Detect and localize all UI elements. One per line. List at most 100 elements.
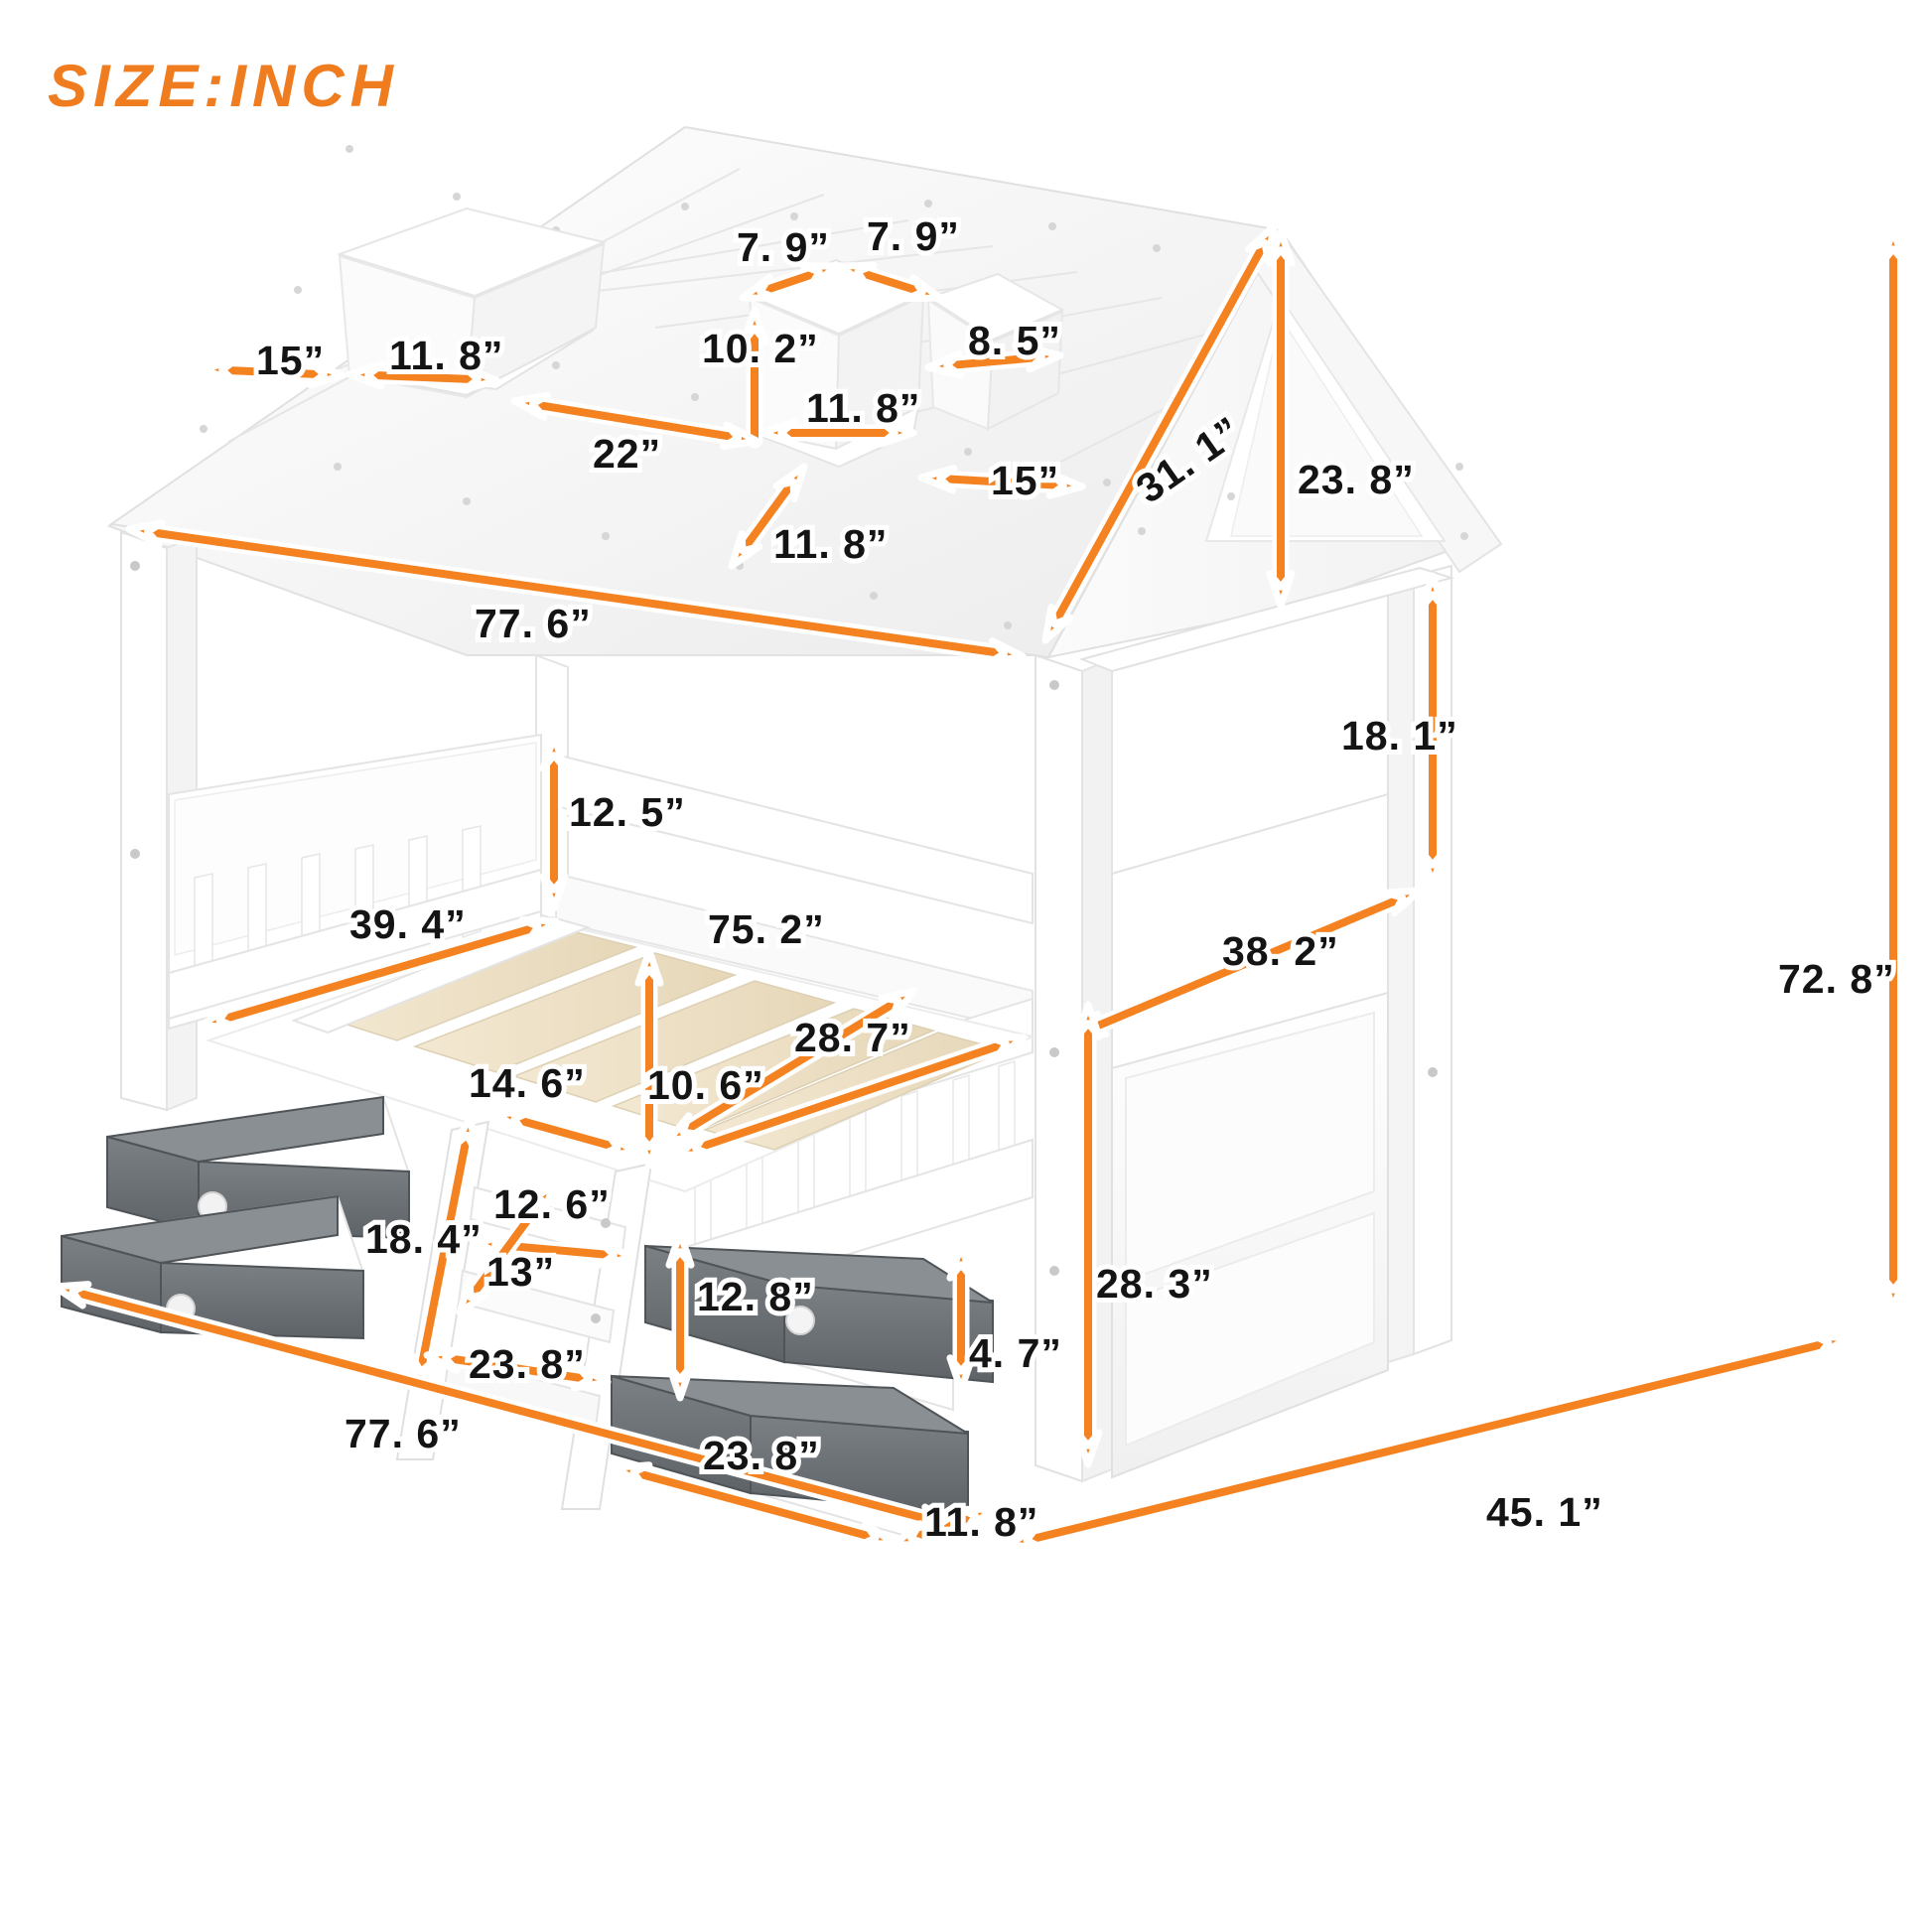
dimension-label-bed-width-headboard: 39. 4”39. 4” bbox=[345, 897, 471, 952]
dimension-value: 77. 6” bbox=[345, 1411, 462, 1456]
dimension-label-total-height: 72. 8”72. 8” bbox=[1773, 951, 1899, 1007]
dimension-label-underbed-clearance: 28. 3”28. 3” bbox=[1091, 1256, 1217, 1311]
dimension-label-post-to-rail-height: 18. 1”18. 1” bbox=[1336, 708, 1462, 763]
dimension-arrow-post-to-rail-height bbox=[1418, 572, 1448, 888]
dimension-value: 14. 6” bbox=[469, 1060, 586, 1106]
dimension-value: 11. 8” bbox=[924, 1499, 1039, 1545]
dimension-arrow-roof-slope-length bbox=[1041, 222, 1278, 644]
dimension-value: 4. 7” bbox=[969, 1330, 1062, 1376]
dimension-label-drawer-front-width: 23. 8”23. 8” bbox=[698, 1428, 824, 1483]
dimension-label-drawer-right-depth: 12. 8”12. 8” bbox=[692, 1269, 818, 1324]
dimension-label-roof-window-mid-gable-left: 7. 9”7. 9” bbox=[732, 219, 834, 275]
dimension-label-roof-window-left-width: 11. 8”11. 8” bbox=[384, 328, 507, 383]
dimension-label-bed-overall-width: 45. 1”45. 1” bbox=[1481, 1484, 1607, 1540]
dimension-label-bed-overall-length-top: 77. 6”77. 6” bbox=[470, 596, 596, 651]
dimension-arrow-roof-window-left-to-mid bbox=[510, 391, 760, 451]
dimension-arrow-mattress-length bbox=[663, 987, 918, 1146]
dimension-label-ladder-step-width: 12. 6”12. 6” bbox=[488, 1176, 615, 1232]
end-panel bbox=[1111, 792, 1389, 1479]
dimension-arrow-total-height bbox=[1878, 226, 1908, 1312]
dimension-arrow-ladder-clearance-width bbox=[492, 1108, 639, 1159]
dimension-arrow-guardrail-height bbox=[539, 733, 569, 912]
dimension-value: 77. 6” bbox=[475, 601, 592, 646]
dimension-value: 10. 2” bbox=[702, 326, 819, 371]
dimension-value: 45. 1” bbox=[1486, 1489, 1603, 1535]
dimension-label-roof-window-mid-height: 10. 2”10. 2” bbox=[697, 321, 823, 376]
dimension-value: 15” bbox=[256, 338, 326, 383]
dimension-arrow-roof-eave-depth bbox=[728, 463, 808, 570]
dimension-value: 15” bbox=[991, 458, 1060, 503]
dimension-label-roof-window-mid-to-right: 15”15” bbox=[986, 453, 1063, 508]
dimension-value: 28. 7” bbox=[794, 1015, 911, 1060]
roof-group bbox=[106, 125, 1503, 659]
dimension-value: 28. 3” bbox=[1096, 1261, 1213, 1307]
dimension-arrow-roof-gable-height bbox=[1266, 227, 1296, 610]
dimension-arrow-roof-window-mid-width bbox=[759, 418, 917, 448]
dimension-arrow-bed-overall-length-top bbox=[125, 519, 1027, 666]
dimension-arrow-drawer-right-depth bbox=[665, 1229, 695, 1402]
house-frame-group bbox=[120, 530, 1455, 1483]
dimension-arrow-drawer-face-height bbox=[946, 1242, 976, 1394]
dimension-label-roof-window-mid-width: 11. 8”11. 8” bbox=[801, 380, 924, 436]
dimension-arrow-roof-window-mid-gable-right bbox=[836, 261, 944, 303]
dimension-label-roof-gable-height: 23. 8”23. 8” bbox=[1293, 452, 1419, 507]
dimension-value: 18. 1” bbox=[1341, 713, 1458, 759]
dimension-value: 7. 9” bbox=[737, 224, 830, 270]
dimension-value: 38. 2” bbox=[1222, 928, 1339, 974]
dimension-label-ladder-clearance-width: 14. 6”14. 6” bbox=[464, 1055, 590, 1111]
dimension-value: 12. 8” bbox=[697, 1274, 814, 1319]
dimension-arrow-roof-window-right-width bbox=[924, 344, 1064, 379]
dimension-arrow-roof-window-mid-height bbox=[740, 306, 769, 449]
dimension-label-slat-gap-height: 10. 6”10. 6” bbox=[642, 1057, 768, 1113]
dimension-value: 8. 5” bbox=[968, 318, 1061, 363]
dimension-label-mattress-length: 75. 2”75. 2” bbox=[703, 901, 829, 957]
dimension-label-drawer-side-depth: 11. 8”11. 8” bbox=[919, 1494, 1042, 1550]
dimension-arrow-bed-width-headboard bbox=[198, 916, 560, 1031]
dimension-arrow-roof-window-mid-gable-left bbox=[739, 262, 841, 302]
dimension-arrow-slat-to-rail-height bbox=[674, 1034, 1028, 1159]
dimension-value: 23. 8” bbox=[703, 1433, 820, 1478]
dimension-value: 23. 8” bbox=[1298, 457, 1415, 502]
dimension-value: 23. 8” bbox=[469, 1341, 586, 1387]
dimension-value: 11. 8” bbox=[389, 333, 504, 378]
dimension-label-ladder-length: 18. 4”18. 4” bbox=[360, 1211, 486, 1267]
dimension-label-roof-eave-depth: 11. 8”11. 8” bbox=[768, 516, 892, 572]
roof-window-right bbox=[925, 272, 1065, 431]
dimension-label-roof-window-mid-gable-right: 7. 9”7. 9” bbox=[862, 208, 964, 264]
dimension-label-roof-window-right-width: 8. 5”8. 5” bbox=[963, 313, 1065, 368]
dimension-value: 11. 8” bbox=[773, 521, 889, 567]
dimension-value: 18. 4” bbox=[365, 1216, 483, 1262]
page-title: SIZE:INCH bbox=[48, 53, 399, 119]
dimension-value: 72. 8” bbox=[1778, 956, 1895, 1002]
dimension-arrow-slat-gap-height bbox=[634, 947, 664, 1170]
dimension-label-drawer-face-height: 4. 7”4. 7” bbox=[964, 1325, 1066, 1381]
dimension-label-slat-to-rail-height: 28. 7”28. 7” bbox=[789, 1010, 915, 1065]
dimension-label-roof-window-left-to-mid: 22”22” bbox=[588, 426, 665, 482]
dimension-value: 13” bbox=[486, 1249, 556, 1295]
dimension-arrow-drawer-front-width bbox=[612, 1461, 897, 1549]
dimension-label-ladder-base-offset: 23. 8”23. 8” bbox=[464, 1336, 590, 1392]
dimension-value: 12. 5” bbox=[569, 789, 686, 835]
dimension-label-bed-width-footboard: 38. 2”38. 2” bbox=[1217, 923, 1343, 979]
dimension-arrow-drawer-side-depth bbox=[890, 1505, 997, 1549]
roof-window-left bbox=[336, 207, 608, 399]
dimension-arrow-roof-window-left-width bbox=[345, 360, 500, 394]
dimension-value: 39. 4” bbox=[349, 901, 467, 947]
dimension-arrow-ladder-step-diagonal bbox=[456, 1181, 557, 1316]
dimension-value: 12. 6” bbox=[493, 1181, 611, 1227]
dimension-arrow-bed-overall-length-bottom bbox=[51, 1281, 957, 1532]
dimension-label-roof-window-left-offset: 15”15” bbox=[251, 333, 329, 388]
dimension-label-ladder-step-diagonal: 13”13” bbox=[482, 1244, 559, 1300]
dimension-value: 11. 8” bbox=[806, 385, 921, 431]
dimension-value: 75. 2” bbox=[708, 906, 825, 952]
dimension-value: 10. 6” bbox=[647, 1062, 764, 1108]
dimension-value: 22” bbox=[593, 431, 662, 477]
dimension-label-bed-overall-length-bottom: 77. 6”77. 6” bbox=[340, 1406, 466, 1461]
dimension-arrow-bed-overall-width bbox=[1005, 1331, 1851, 1552]
dimension-arrow-roof-window-mid-to-right bbox=[917, 465, 1086, 499]
dimension-label-guardrail-height: 12. 5”12. 5” bbox=[564, 784, 690, 840]
dimension-value: 7. 9” bbox=[867, 213, 960, 259]
